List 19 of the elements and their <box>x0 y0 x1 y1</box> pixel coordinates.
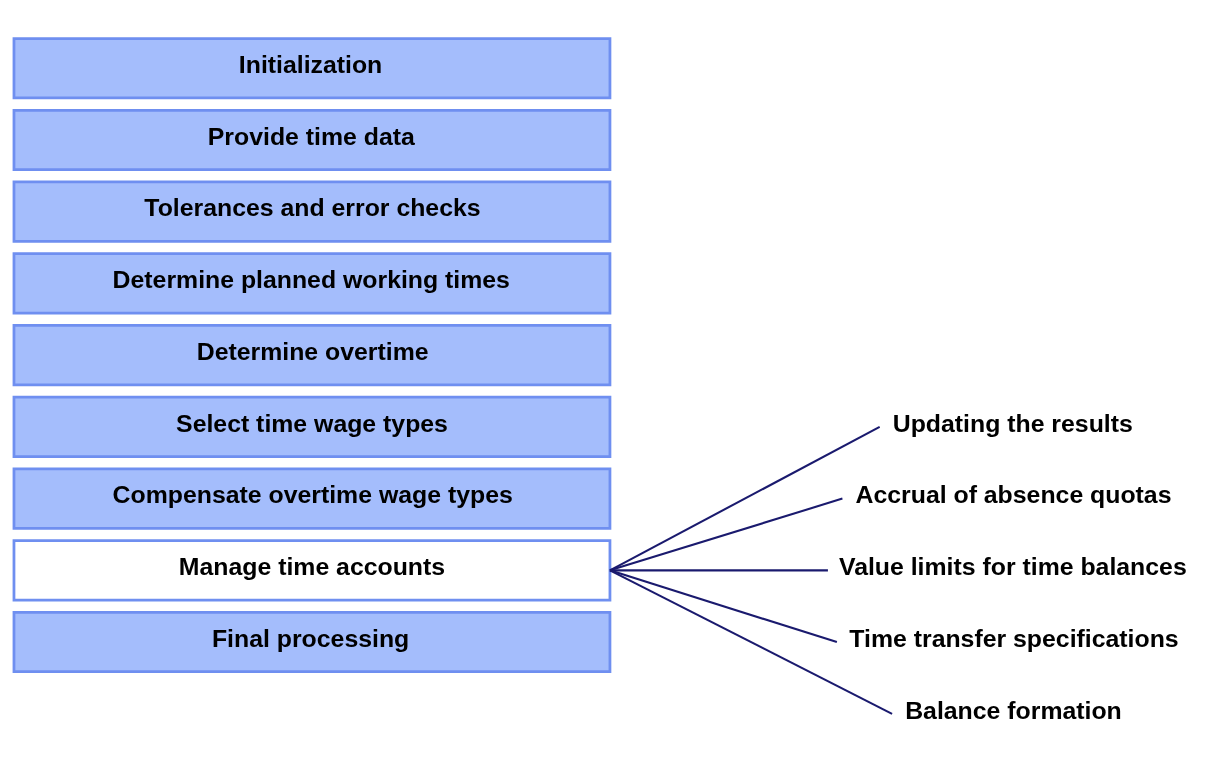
connector <box>609 568 838 643</box>
connector <box>609 497 843 571</box>
node-box: Compensate overtime wage types <box>12 467 612 530</box>
node-text: Accrual of absence quotas <box>855 480 1172 508</box>
connector <box>609 568 828 571</box>
node-box: Manage time accounts <box>12 538 612 601</box>
node-box: Determine planned working times <box>12 251 612 314</box>
node-text: Updating the results <box>892 409 1133 437</box>
node-box: Determine overtime <box>12 323 612 386</box>
node-box: Final processing <box>12 610 612 673</box>
node-box: Tolerances and error checks <box>12 180 612 243</box>
node-text: Balance formation <box>905 696 1122 724</box>
node-text: Time transfer specifications <box>849 624 1179 652</box>
node-box: Initialization <box>12 36 612 99</box>
node-text: Value limits for time balances <box>838 552 1187 580</box>
connector <box>609 425 881 571</box>
node-box: Select time wage types <box>12 395 612 458</box>
connector <box>609 568 893 715</box>
node-box: Provide time data <box>12 108 612 171</box>
